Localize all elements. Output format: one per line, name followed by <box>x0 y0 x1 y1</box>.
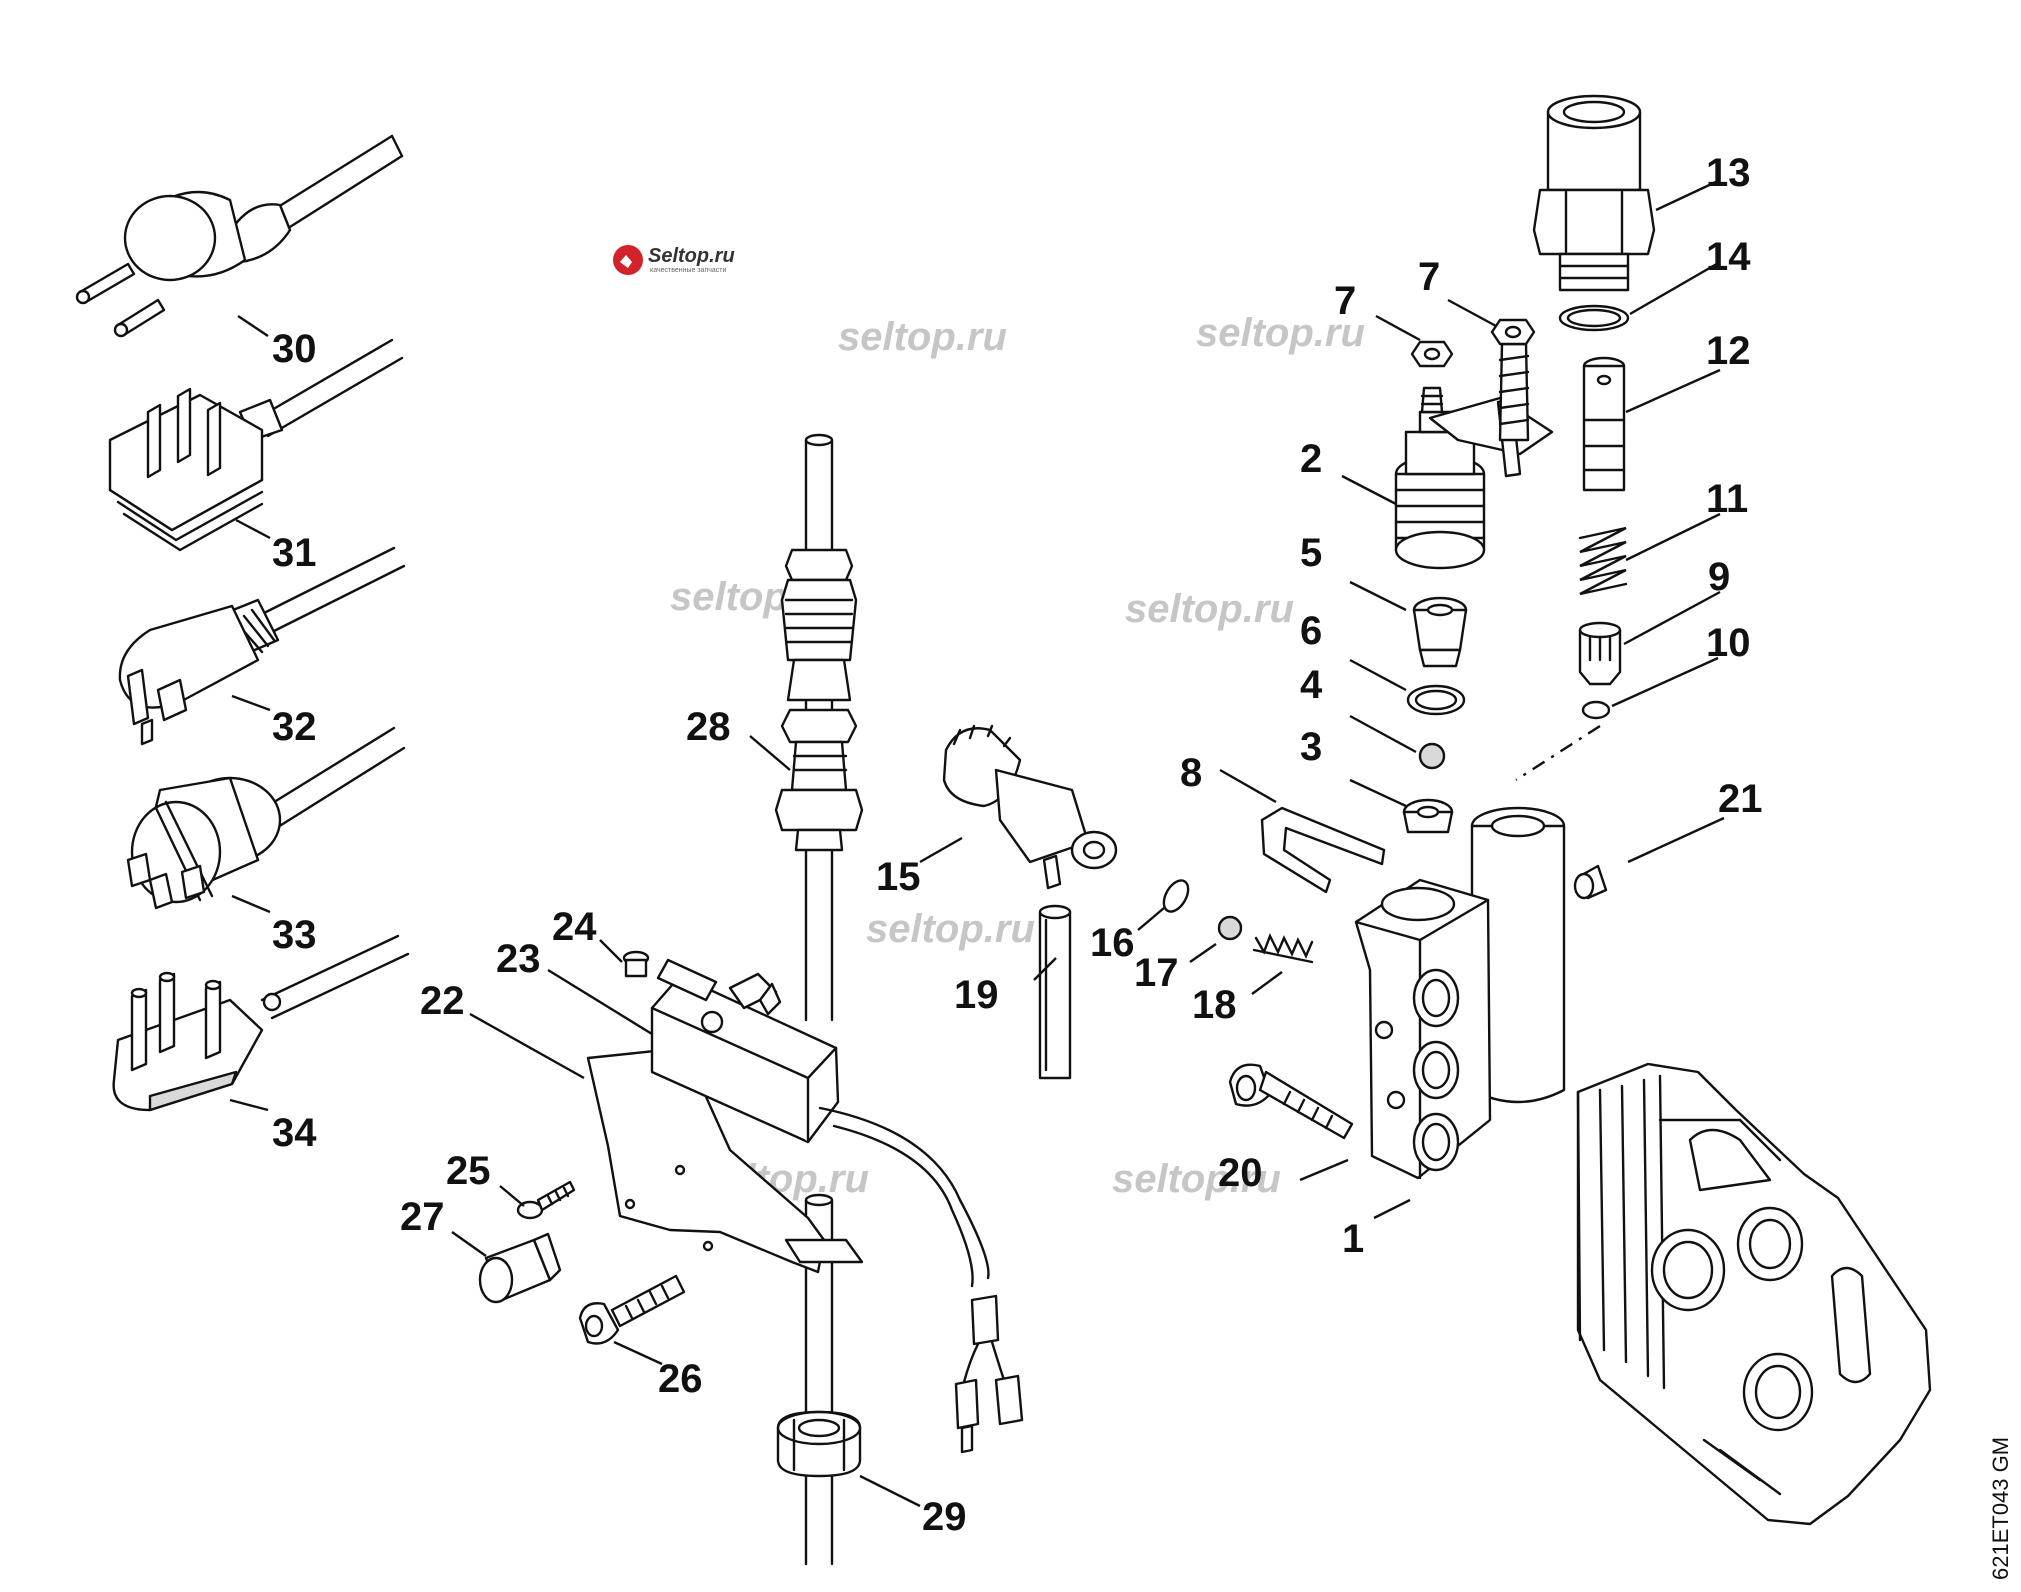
ball-part-4[interactable] <box>1418 742 1446 770</box>
part-labels: 1 2 3 4 5 6 7 7 8 9 10 11 12 13 14 15 16… <box>272 151 1763 1539</box>
screw-part-24[interactable] <box>622 950 650 978</box>
label-part-7-right: 7 <box>1418 255 1440 299</box>
watermark: seltop.ru <box>1125 587 1294 631</box>
o-ring-part-16[interactable] <box>1159 876 1193 915</box>
o-ring-part-6[interactable] <box>1406 684 1466 716</box>
label-part-1: 1 <box>1342 1217 1364 1261</box>
label-part-4: 4 <box>1300 663 1323 707</box>
label-part-11: 11 <box>1706 477 1748 521</box>
switch-plate-part-22[interactable] <box>586 1046 864 1274</box>
label-part-3: 3 <box>1300 725 1322 769</box>
logo-name: Seltop.ru <box>648 245 735 267</box>
label-part-24: 24 <box>552 905 597 949</box>
watermark: seltop.ru <box>1112 1157 1281 1201</box>
valve-insert-part-9[interactable] <box>1578 621 1622 686</box>
screw-small <box>1420 386 1444 414</box>
screw-part-26[interactable] <box>578 1274 686 1345</box>
label-part-17: 17 <box>1134 951 1179 995</box>
label-part-5: 5 <box>1300 531 1322 575</box>
label-part-26: 26 <box>658 1357 703 1401</box>
cylinder-head <box>1576 1062 1932 1526</box>
bolt-part-20[interactable] <box>1228 1063 1354 1140</box>
label-part-33: 33 <box>272 913 317 957</box>
drawing-code: 621ET043 GM <box>1988 1437 2013 1580</box>
axis-line <box>1515 724 1601 782</box>
tube-part-19[interactable] <box>1038 904 1072 1080</box>
label-part-13: 13 <box>1706 151 1751 195</box>
watermark: seltop.ru <box>866 907 1035 951</box>
seltop-logo[interactable]: Seltop.ru качественные запчасти <box>613 245 735 275</box>
label-part-9: 9 <box>1708 555 1730 599</box>
nut-part-7-left[interactable] <box>1410 340 1454 368</box>
fitting-part-28[interactable] <box>774 548 864 852</box>
spring-part-11[interactable] <box>1578 526 1628 596</box>
label-part-28: 28 <box>686 705 731 749</box>
label-part-6: 6 <box>1300 609 1322 653</box>
piston-part-12[interactable] <box>1582 356 1626 492</box>
label-part-22: 22 <box>420 979 465 1023</box>
label-part-15: 15 <box>876 855 921 899</box>
plug-round-part-33[interactable] <box>126 726 406 910</box>
label-part-29: 29 <box>922 1495 967 1539</box>
label-part-25: 25 <box>446 1149 491 1193</box>
label-part-12: 12 <box>1706 329 1751 373</box>
micro-switch-part-23[interactable] <box>650 958 840 1144</box>
label-part-10: 10 <box>1706 621 1751 665</box>
check-valve-part-2[interactable] <box>1394 410 1486 570</box>
logo-tagline: качественные запчасти <box>650 267 726 274</box>
o-ring-part-10[interactable] <box>1581 700 1611 720</box>
plug-south-african-part-34[interactable] <box>112 934 410 1112</box>
screw-part-25[interactable] <box>516 1180 576 1220</box>
label-part-19: 19 <box>954 973 999 1017</box>
label-part-8: 8 <box>1180 751 1202 795</box>
plug-schuko-part-30[interactable] <box>75 134 404 338</box>
label-part-7-left: 7 <box>1334 279 1356 323</box>
leader-lines <box>229 178 1725 1508</box>
watermark: seltop.ru <box>838 315 1007 359</box>
label-part-34: 34 <box>272 1111 317 1155</box>
cap-part-27[interactable] <box>478 1232 562 1304</box>
pump-housing-part-1[interactable] <box>1354 806 1566 1180</box>
label-part-20: 20 <box>1218 1151 1263 1195</box>
label-part-16: 16 <box>1090 921 1135 965</box>
label-part-21: 21 <box>1718 777 1763 821</box>
cable-with-connectors <box>818 1106 1024 1454</box>
label-part-23: 23 <box>496 937 541 981</box>
o-ring-part-14[interactable] <box>1558 304 1630 332</box>
plug-uk-part-31[interactable] <box>108 338 404 552</box>
label-part-2: 2 <box>1300 437 1322 481</box>
label-part-18: 18 <box>1192 983 1237 1027</box>
stud-bolt[interactable] <box>1498 342 1530 442</box>
spring-part-18[interactable] <box>1252 933 1314 964</box>
plug-australian-part-32[interactable] <box>118 546 406 746</box>
valve-seat-part-5[interactable] <box>1412 596 1468 668</box>
label-part-31: 31 <box>272 531 317 575</box>
label-part-14: 14 <box>1706 235 1751 279</box>
label-part-27: 27 <box>400 1195 445 1239</box>
watermark: seltop.ru <box>1196 311 1365 355</box>
label-part-32: 32 <box>272 705 317 749</box>
ball-part-17[interactable] <box>1217 915 1243 941</box>
valve-part-15[interactable] <box>942 724 1118 890</box>
nut-part-7-right[interactable] <box>1490 318 1536 346</box>
plug-screw-part-21[interactable] <box>1573 864 1608 900</box>
nut-part-29[interactable] <box>776 1410 862 1478</box>
valve-seat-part-3[interactable] <box>1402 798 1454 834</box>
bracket-part-8[interactable] <box>1260 806 1386 894</box>
adapter-part-13[interactable] <box>1532 94 1656 292</box>
label-part-30: 30 <box>272 327 317 371</box>
